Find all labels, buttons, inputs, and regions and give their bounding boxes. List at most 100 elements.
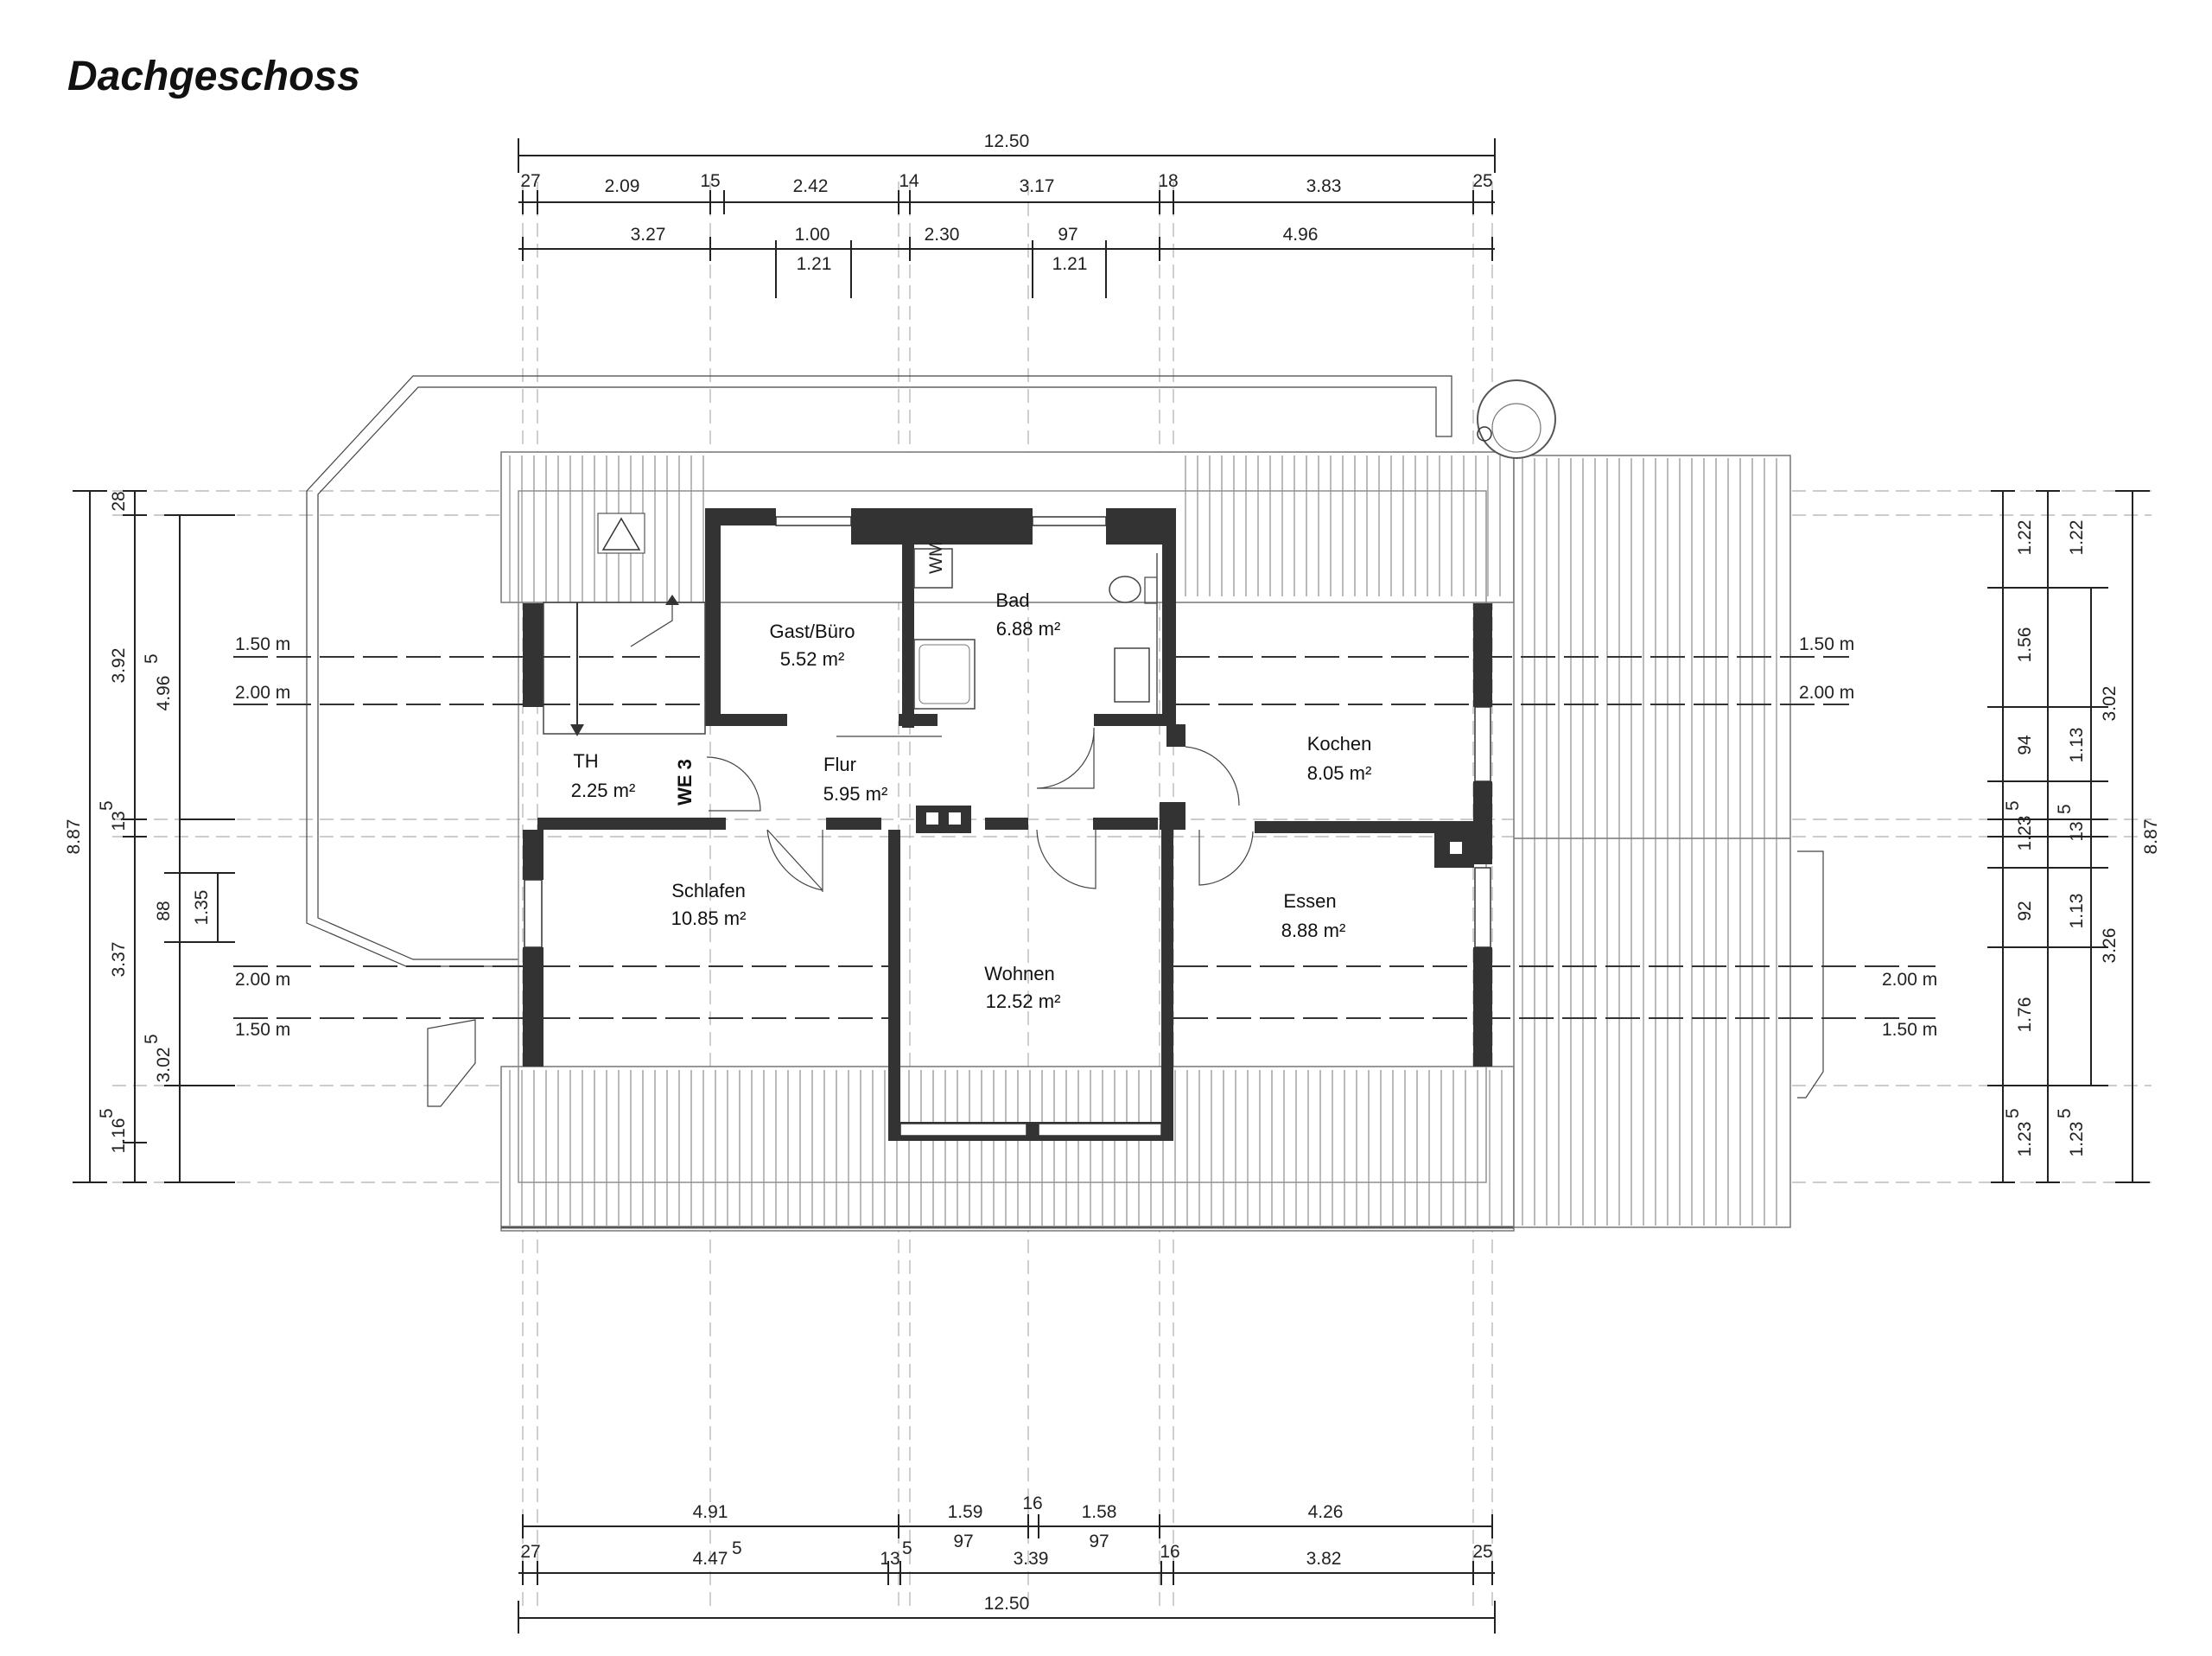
svg-text:13: 13 xyxy=(880,1549,899,1569)
dim-left-overall: 8.87 xyxy=(64,819,84,855)
svg-text:5: 5 xyxy=(902,1538,912,1558)
svg-text:3.83: 3.83 xyxy=(1306,176,1342,196)
svg-text:3.39: 3.39 xyxy=(1014,1549,1049,1569)
svg-text:5: 5 xyxy=(732,1538,742,1558)
svg-text:97: 97 xyxy=(1058,225,1077,245)
roof-bottom xyxy=(500,1066,1515,1232)
svg-text:5: 5 xyxy=(142,653,162,664)
svg-text:25: 25 xyxy=(1472,171,1492,191)
svg-text:4.96: 4.96 xyxy=(1283,225,1319,245)
svg-text:3.37: 3.37 xyxy=(109,942,129,978)
toilet xyxy=(1109,576,1141,603)
svg-text:27: 27 xyxy=(520,1542,540,1562)
svg-text:28: 28 xyxy=(109,491,129,511)
room-area-schlafen: 10.85 m² xyxy=(671,908,747,929)
room-name-wohnen: Wohnen xyxy=(984,963,1055,984)
svg-text:1.59: 1.59 xyxy=(948,1502,983,1522)
svg-text:13: 13 xyxy=(109,811,129,831)
room-area-gast: 5.52 m² xyxy=(780,648,845,670)
room-area-flur: 5.95 m² xyxy=(823,783,888,805)
chimney-round xyxy=(1477,379,1556,459)
room-name-essen: Essen xyxy=(1283,890,1336,912)
room-labels: Gast/Büro 5.52 m² Bad 6.88 m² Kochen 8.0… xyxy=(571,589,1372,1012)
svg-text:1.56: 1.56 xyxy=(2015,627,2035,663)
svg-text:97: 97 xyxy=(953,1532,973,1551)
dims-bottom: 4.91 1.59 16 1.58 4.26 27 4.47 5 13 5 97… xyxy=(518,1494,1496,1634)
dim-right-overall: 8.87 xyxy=(2141,819,2161,855)
walls xyxy=(523,508,1492,1141)
svg-text:5: 5 xyxy=(97,800,117,811)
washer-box xyxy=(913,548,953,589)
svg-text:5: 5 xyxy=(2055,804,2075,814)
svg-text:1.00: 1.00 xyxy=(795,225,830,245)
svg-text:1.22: 1.22 xyxy=(2067,520,2087,556)
svg-text:4.91: 4.91 xyxy=(693,1502,728,1522)
level-label-150-left: 1.50 m xyxy=(235,634,290,654)
svg-text:5: 5 xyxy=(97,1108,117,1118)
dims-right: 1.22 1.56 94 1.23 5 92 1.76 1.23 5 1.22 … xyxy=(1987,490,2161,1183)
vertical-guides xyxy=(522,182,1493,1608)
svg-text:5: 5 xyxy=(2003,800,2023,811)
svg-text:1.21: 1.21 xyxy=(797,254,832,274)
svg-text:3.92: 3.92 xyxy=(109,648,129,684)
room-name-flur: Flur xyxy=(823,754,856,775)
bath-fixtures: WM xyxy=(913,542,1158,714)
svg-text:1.13: 1.13 xyxy=(2067,894,2087,929)
svg-text:88: 88 xyxy=(154,901,174,920)
unit-label: WE 3 xyxy=(674,759,696,806)
roof-right xyxy=(1513,455,1791,1228)
dormer-outline-outer xyxy=(306,491,518,967)
svg-text:16: 16 xyxy=(1160,1542,1179,1562)
svg-text:1.16: 1.16 xyxy=(109,1118,129,1154)
svg-text:25: 25 xyxy=(1472,1542,1492,1562)
svg-text:3.82: 3.82 xyxy=(1306,1549,1342,1569)
level-label-150-right: 1.50 m xyxy=(1799,634,1854,654)
svg-text:92: 92 xyxy=(2015,901,2035,920)
svg-text:3.02: 3.02 xyxy=(2100,686,2120,722)
svg-text:5: 5 xyxy=(2003,1108,2023,1118)
room-name-gast: Gast/Büro xyxy=(769,621,855,642)
svg-text:94: 94 xyxy=(2015,735,2035,755)
svg-text:4.26: 4.26 xyxy=(1308,1502,1344,1522)
svg-text:1.23: 1.23 xyxy=(2067,1122,2087,1157)
svg-text:1.35: 1.35 xyxy=(192,890,212,926)
level-label-200-left: 2.00 m xyxy=(235,683,290,703)
svg-text:13: 13 xyxy=(2067,821,2087,841)
page-title: Dachgeschoss xyxy=(67,54,360,99)
dim-top-overall: 12.50 xyxy=(984,131,1030,151)
dormer-outline xyxy=(306,375,1452,960)
svg-text:3.02: 3.02 xyxy=(154,1048,174,1083)
room-area-bad: 6.88 m² xyxy=(996,618,1061,640)
stair xyxy=(543,513,706,736)
level-label-150-right-lower: 1.50 m xyxy=(1882,1020,1937,1040)
svg-text:1.23: 1.23 xyxy=(2015,816,2035,851)
svg-text:3.26: 3.26 xyxy=(2100,928,2120,964)
room-name-schlafen: Schlafen xyxy=(671,880,746,901)
room-area-wohnen: 12.52 m² xyxy=(986,990,1061,1012)
room-area-kochen: 8.05 m² xyxy=(1307,762,1372,784)
svg-text:5: 5 xyxy=(142,1034,162,1044)
svg-text:4.96: 4.96 xyxy=(154,676,174,711)
svg-text:4.47: 4.47 xyxy=(693,1549,728,1569)
washer-label: WM xyxy=(926,542,946,574)
svg-text:1.76: 1.76 xyxy=(2015,997,2035,1033)
room-name-kochen: Kochen xyxy=(1307,733,1372,755)
svg-text:2.42: 2.42 xyxy=(793,176,829,196)
svg-text:16: 16 xyxy=(1022,1494,1042,1513)
svg-text:3.17: 3.17 xyxy=(1020,176,1055,196)
balcony-left xyxy=(427,1019,476,1107)
svg-text:1.23: 1.23 xyxy=(2015,1122,2035,1157)
level-label-200-right: 2.00 m xyxy=(1799,683,1854,703)
svg-text:1.21: 1.21 xyxy=(1052,254,1088,274)
svg-text:5: 5 xyxy=(2055,1108,2075,1118)
level-lines: 1.50 m 2.00 m 1.50 m 2.00 m 2.00 m 1.50 … xyxy=(233,634,1937,1040)
dim-bottom-overall: 12.50 xyxy=(984,1594,1030,1614)
room-name-bad: Bad xyxy=(995,589,1029,611)
windows xyxy=(524,516,1491,1141)
dims-left: 8.87 28 3.92 13 5 3.37 1.16 5 4.96 5 88 … xyxy=(64,490,235,1183)
svg-text:27: 27 xyxy=(520,171,540,191)
room-area-th: 2.25 m² xyxy=(571,780,636,801)
room-name-th: TH xyxy=(573,750,598,772)
svg-text:15: 15 xyxy=(700,171,720,191)
